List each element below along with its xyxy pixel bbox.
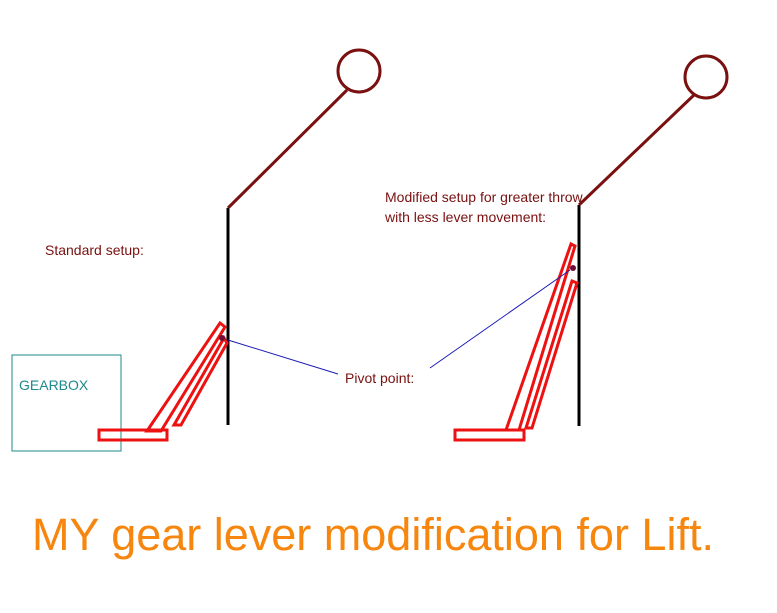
standard-lever — [226, 48, 382, 425]
modified-linkage — [453, 241, 579, 442]
gearbox-box — [11, 354, 122, 452]
standard-lever-knob — [336, 48, 382, 94]
pivot-leader-standard — [227, 339, 339, 375]
modified-pivot-marker — [570, 265, 576, 271]
standard-pivot-marker — [219, 335, 225, 341]
standard-setup-label: Standard setup: — [45, 242, 144, 258]
standard-linkage-rod-inner — [171, 335, 229, 427]
gearbox-label: GEARBOX — [19, 377, 89, 393]
standard-linkage-foot — [97, 428, 169, 442]
modified-lever-arm — [577, 93, 696, 207]
modified-setup-label: Modified setup for greater throw with le… — [385, 189, 583, 225]
modified-lever — [577, 54, 729, 426]
modified-lever-knob — [683, 54, 729, 100]
pivot-point-label: Pivot point: — [345, 370, 415, 386]
pivot-leader-modified — [429, 269, 571, 369]
standard-linkage — [97, 320, 229, 442]
page-title: MY gear lever modification for Lift. — [32, 509, 714, 560]
standard-lever-arm — [226, 88, 349, 210]
modified-linkage-rod-inner — [523, 279, 579, 430]
modified-linkage-foot — [453, 428, 526, 442]
